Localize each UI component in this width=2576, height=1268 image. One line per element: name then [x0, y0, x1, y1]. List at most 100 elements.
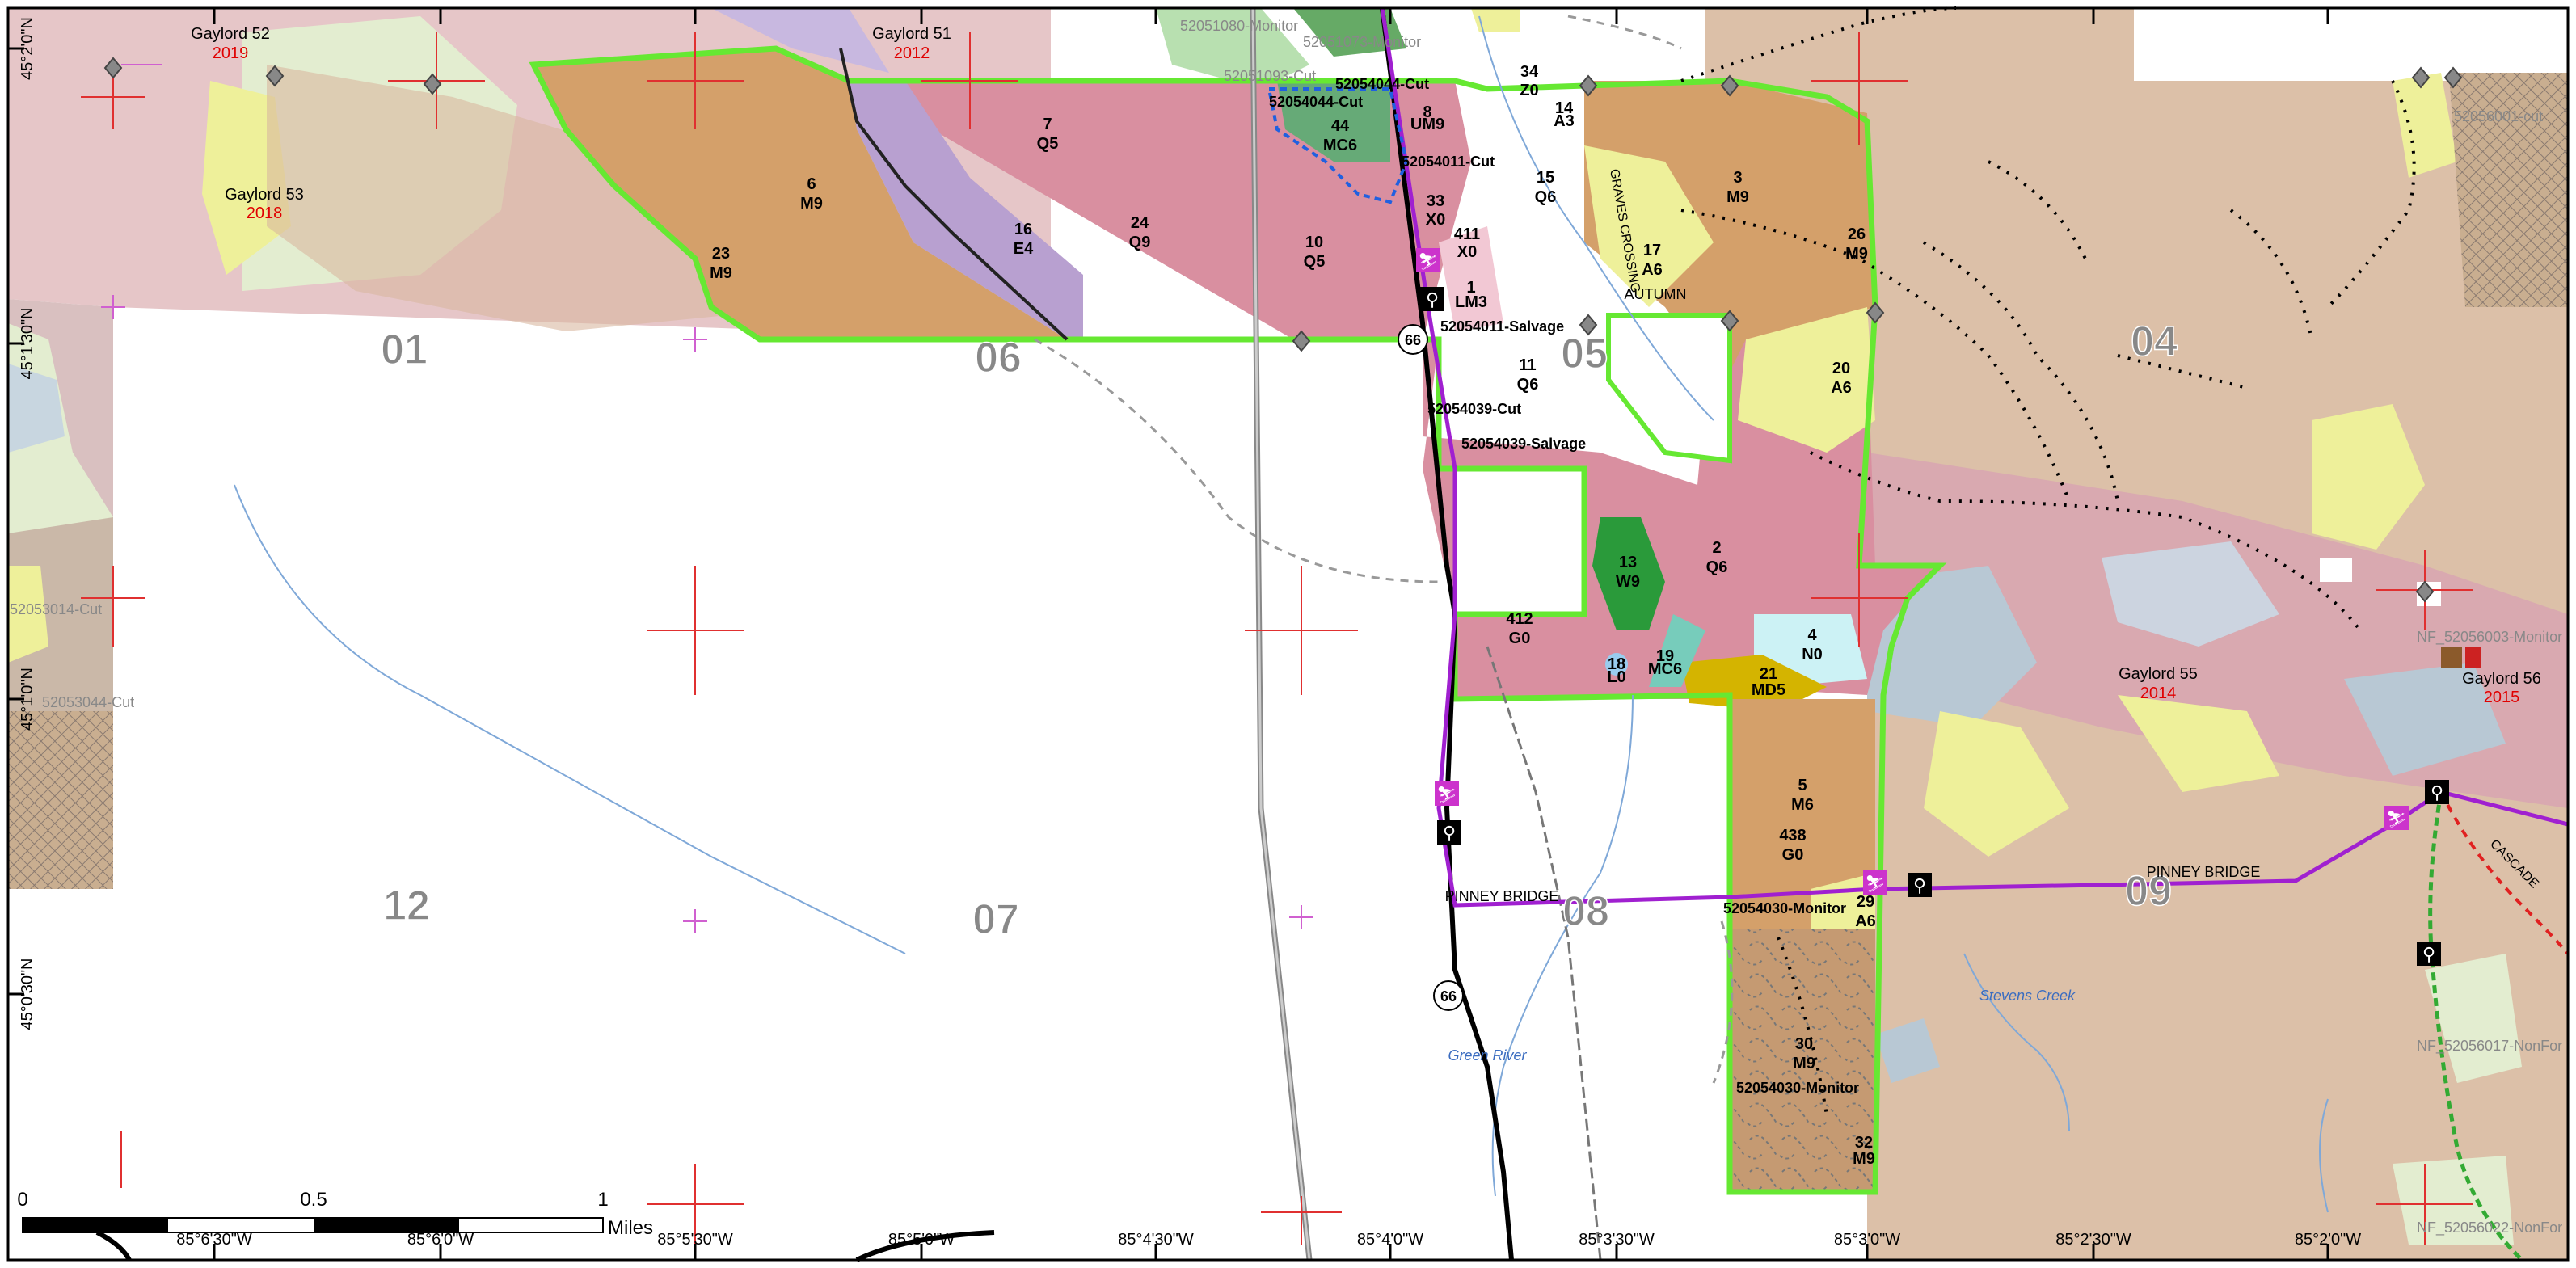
- project-boundary[interactable]: [529, 45, 1947, 1195]
- svg-text:Q5: Q5: [1037, 135, 1059, 153]
- svg-text:04: 04: [2131, 318, 2178, 365]
- svg-text:85°2'0"W: 85°2'0"W: [2295, 1231, 2361, 1249]
- scale-bar: 0 0.5 1 Miles: [17, 1189, 653, 1239]
- svg-text:Q6: Q6: [1706, 558, 1728, 576]
- svg-text:85°5'0"W: 85°5'0"W: [888, 1231, 955, 1249]
- svg-text:⚲: ⚲: [2431, 782, 2443, 803]
- svg-text:M9: M9: [1726, 188, 1749, 206]
- svg-text:N0: N0: [1802, 646, 1823, 663]
- svg-text:17: 17: [1643, 242, 1661, 259]
- svg-text:45°1'0"N: 45°1'0"N: [19, 668, 36, 731]
- svg-text:438: 438: [1779, 827, 1806, 845]
- corner-markers: [103, 57, 2463, 603]
- svg-text:52051080-Monitor: 52051080-Monitor: [1180, 18, 1298, 34]
- project-area-stands[interactable]: [533, 48, 1940, 1192]
- graticule-ticks: [8, 8, 2329, 1260]
- admin-boundaries: [1034, 15, 1734, 1084]
- svg-text:52054044-Cut: 52054044-Cut: [1269, 94, 1363, 110]
- svg-text:45°0'30"N: 45°0'30"N: [19, 958, 36, 1030]
- svg-text:20: 20: [1832, 360, 1850, 377]
- svg-text:13: 13: [1619, 554, 1637, 571]
- stand-labels: 6 M9 7 Q5 16 E4 24 Q9 10 Q5 23 M9 44 MC6…: [710, 63, 1876, 1168]
- svg-text:AUTUMN: AUTUMN: [1625, 286, 1687, 302]
- svg-text:0: 0: [17, 1189, 27, 1211]
- svg-text:06: 06: [975, 335, 1022, 381]
- svg-text:2012: 2012: [894, 44, 930, 62]
- svg-text:52053014-Cut: 52053014-Cut: [10, 601, 102, 617]
- svg-text:19: 19: [1656, 647, 1674, 665]
- svg-text:Gaylord 52: Gaylord 52: [191, 25, 270, 43]
- svg-text:12: 12: [383, 883, 430, 929]
- svg-text:52056001-cut: 52056001-cut: [2454, 108, 2543, 124]
- svg-text:M9: M9: [1793, 1055, 1815, 1072]
- svg-text:44: 44: [1331, 117, 1350, 135]
- snowmobile-icon: ⛷ ⛷ ⛷ ⛷: [1416, 248, 2409, 895]
- svg-text:05: 05: [1561, 331, 1608, 377]
- svg-text:32: 32: [1855, 1134, 1873, 1152]
- highway-66: [1380, 7, 1514, 1261]
- svg-text:NF_52056017-NonFor: NF_52056017-NonFor: [2417, 1038, 2562, 1055]
- svg-text:52054039-Cut: 52054039-Cut: [1427, 401, 1521, 417]
- svg-text:52054030-Monitor: 52054030-Monitor: [1736, 1080, 1859, 1096]
- svg-text:6: 6: [807, 175, 816, 193]
- svg-text:412: 412: [1506, 610, 1533, 628]
- svg-text:0.5: 0.5: [300, 1189, 327, 1211]
- svg-text:66: 66: [1440, 988, 1457, 1005]
- svg-text:Q5: Q5: [1304, 253, 1326, 271]
- svg-text:⚲: ⚲: [1426, 289, 1439, 310]
- svg-text:Miles: Miles: [608, 1217, 653, 1239]
- svg-text:MC6: MC6: [1648, 660, 1682, 678]
- route-shield-66-north: 66: [1398, 324, 1428, 355]
- svg-text:⚲: ⚲: [2422, 944, 2435, 964]
- svg-text:W9: W9: [1616, 573, 1640, 591]
- svg-text:M9: M9: [1845, 245, 1868, 263]
- svg-text:Q6: Q6: [1517, 376, 1539, 394]
- campground-icon: [2441, 647, 2481, 668]
- svg-text:30: 30: [1795, 1035, 1813, 1053]
- svg-text:411: 411: [1454, 225, 1480, 243]
- svg-text:PINNEY BRIDGE: PINNEY BRIDGE: [1445, 888, 1559, 904]
- svg-text:15: 15: [1537, 169, 1554, 187]
- svg-text:PINNEY BRIDGE: PINNEY BRIDGE: [2147, 864, 2261, 880]
- svg-text:5: 5: [1798, 777, 1807, 794]
- section-numbers: 01 06 05 04 12 07 08 09: [380, 318, 2178, 944]
- svg-text:G0: G0: [1509, 630, 1531, 647]
- svg-text:⛷: ⛷: [1865, 875, 1885, 893]
- svg-text:Stevens Creek: Stevens Creek: [1979, 988, 2076, 1004]
- svg-text:M9: M9: [710, 264, 732, 282]
- svg-text:MC6: MC6: [1323, 137, 1357, 154]
- svg-text:Gaylord 55: Gaylord 55: [2119, 665, 2198, 683]
- svg-text:26: 26: [1848, 225, 1866, 243]
- map-frame: [6, 6, 2570, 1262]
- svg-text:52054039-Salvage: 52054039-Salvage: [1461, 436, 1586, 452]
- svg-text:Gaylord 51: Gaylord 51: [872, 25, 951, 43]
- svg-text:24: 24: [1131, 214, 1149, 232]
- svg-text:52053044-Cut: 52053044-Cut: [42, 694, 134, 710]
- svg-text:⛷: ⛷: [2386, 811, 2406, 828]
- svg-text:10: 10: [1305, 234, 1323, 251]
- svg-text:33: 33: [1427, 192, 1444, 210]
- svg-text:08: 08: [1562, 888, 1609, 935]
- svg-text:A6: A6: [1642, 261, 1663, 279]
- svg-text:85°6'0"W: 85°6'0"W: [407, 1231, 474, 1249]
- svg-text:Green River: Green River: [1448, 1047, 1527, 1064]
- svg-text:E4: E4: [1014, 240, 1034, 258]
- svg-text:NF_52056003-Monitor: NF_52056003-Monitor: [2417, 629, 2562, 646]
- svg-text:16: 16: [1014, 221, 1032, 238]
- svg-text:Gaylord 53: Gaylord 53: [225, 186, 304, 204]
- svg-text:G0: G0: [1782, 846, 1804, 864]
- svg-text:Q9: Q9: [1129, 234, 1151, 251]
- latitude-labels: 45°2'0"N 45°1'30"N 45°1'0"N 45°0'30"N: [19, 17, 36, 1030]
- svg-text:A6: A6: [1831, 379, 1852, 397]
- svg-text:85°4'0"W: 85°4'0"W: [1357, 1231, 1423, 1249]
- svg-text:2015: 2015: [2484, 689, 2520, 706]
- svg-text:52051093-Cut: 52051093-Cut: [1224, 68, 1316, 84]
- compartment-labels: Gaylord 52 20 19 Gaylord 51 2012 Gaylord …: [191, 25, 2541, 706]
- svg-text:85°3'0"W: 85°3'0"W: [1834, 1231, 1900, 1249]
- svg-text:01: 01: [381, 326, 428, 373]
- svg-text:85°6'30"W: 85°6'30"W: [176, 1231, 252, 1249]
- svg-text:L0: L0: [1607, 668, 1625, 686]
- svg-text:85°3'30"W: 85°3'30"W: [1579, 1231, 1655, 1249]
- svg-text:⚲: ⚲: [1443, 823, 1456, 843]
